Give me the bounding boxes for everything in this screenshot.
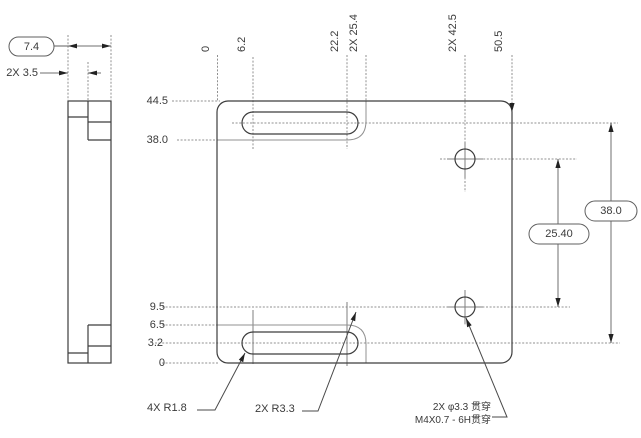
arrow-recess-radius bbox=[350, 312, 356, 322]
leader-recess-radius bbox=[302, 311, 357, 412]
dimension-lines bbox=[40, 45, 612, 343]
ordinate-label-top-22-2: 22.2 bbox=[329, 30, 341, 52]
ordinate-label-top-42-5: 2X 42.5 bbox=[447, 14, 459, 52]
arrow-3-5-right bbox=[88, 70, 97, 76]
centerline-crosshairs bbox=[252, 142, 483, 366]
dim-label-hole-spacing: 25.40 bbox=[545, 228, 573, 240]
arrow-25-40-top bbox=[555, 159, 561, 168]
arrow-25-40-bottom bbox=[555, 298, 561, 307]
recess-contours bbox=[217, 101, 367, 363]
callout-slot-radius: 4X R1.8 bbox=[147, 402, 187, 414]
arrow-50-5 bbox=[509, 103, 515, 112]
bottom-hole bbox=[454, 296, 476, 318]
dimension-bubbles bbox=[8, 36, 638, 245]
hole-note: 2X φ3.3 贯穿 M4X0.7 - 6H贯穿 bbox=[351, 401, 491, 427]
ordinate-label-top-50-5: 50.5 bbox=[493, 30, 505, 52]
ordinate-label-left-6-5: 6.5 bbox=[149, 319, 165, 331]
top-slot bbox=[241, 111, 359, 135]
ordinate-label-left-38-0: 38.0 bbox=[146, 134, 168, 146]
ordinate-label-top-25-4: 2X 25.4 bbox=[348, 14, 360, 52]
leader-lines bbox=[197, 311, 508, 418]
dim-label-slot-span: 38.0 bbox=[600, 205, 622, 217]
side-view-outline bbox=[67, 100, 112, 364]
arrow-hole-note bbox=[466, 318, 472, 328]
hole-note-line2: M4X0.7 - 6H贯穿 bbox=[414, 415, 491, 426]
dim-label-thickness: 7.4 bbox=[23, 41, 40, 53]
arrow-3-5-left bbox=[59, 70, 68, 76]
arrow-7-4-left bbox=[68, 43, 77, 49]
arrowheads bbox=[59, 43, 614, 363]
ordinate-label-left-3-2: 3.2 bbox=[147, 337, 163, 349]
callout-recess-radius: 2X R3.3 bbox=[255, 403, 295, 415]
bubble-25-40 bbox=[528, 223, 590, 245]
bubble-38-0 bbox=[584, 200, 638, 222]
ordinate-label-left-0: 0 bbox=[158, 357, 165, 369]
bottom-slot bbox=[241, 331, 359, 355]
arrow-7-4-right bbox=[102, 43, 111, 49]
ordinate-label-left-44-5: 44.5 bbox=[146, 95, 168, 107]
arrow-38-0-top bbox=[608, 123, 614, 132]
leader-slot-radius bbox=[197, 352, 246, 411]
leader-hole-note bbox=[465, 317, 508, 418]
top-hole bbox=[454, 148, 476, 170]
hole-note-line1: 2X φ3.3 贯穿 bbox=[432, 402, 491, 413]
part-geometry bbox=[67, 100, 513, 364]
plate-outline bbox=[216, 100, 513, 364]
bottom-recess-contour bbox=[217, 324, 367, 363]
ordinate-label-top-0: 0 bbox=[200, 45, 212, 52]
arrow-38-0-bottom bbox=[608, 334, 614, 343]
arrow-slot-radius bbox=[238, 353, 245, 363]
top-recess-contour bbox=[217, 101, 367, 141]
ordinate-label-left-9-5: 9.5 bbox=[149, 301, 165, 313]
ordinate-label-top-6-2: 6.2 bbox=[236, 36, 248, 52]
dim-label-step: 2X 3.5 bbox=[6, 67, 38, 79]
